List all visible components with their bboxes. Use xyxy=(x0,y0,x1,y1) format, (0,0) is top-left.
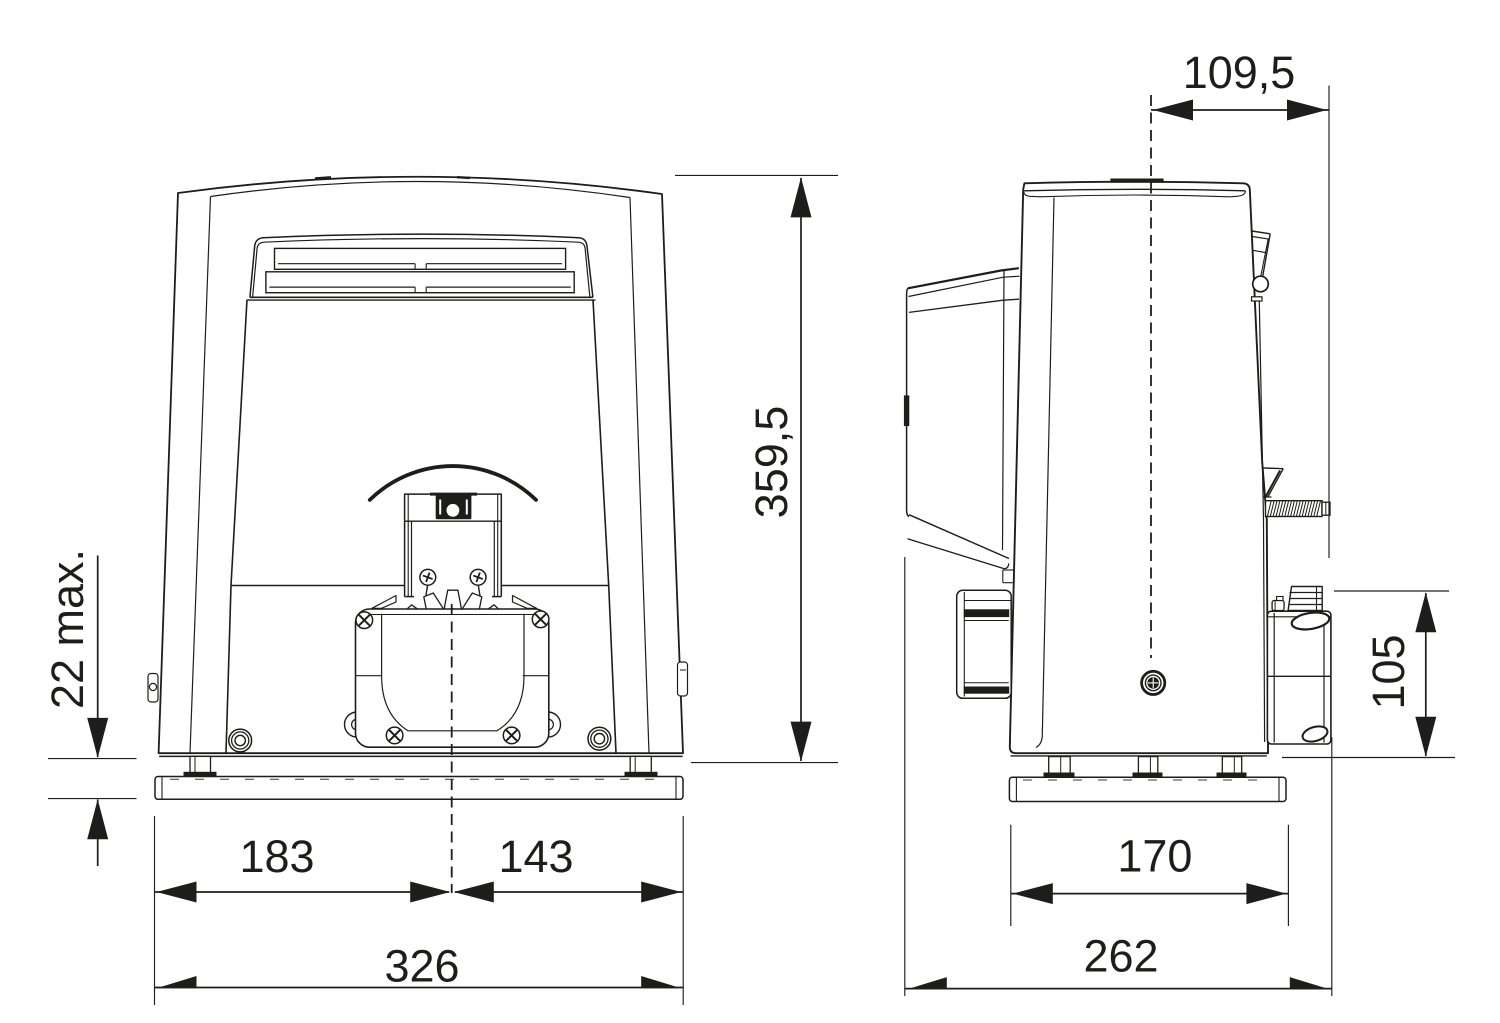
svg-text:170: 170 xyxy=(1117,831,1192,882)
svg-text:22 max.: 22 max. xyxy=(42,549,93,709)
svg-text:262: 262 xyxy=(1083,931,1158,982)
svg-text:143: 143 xyxy=(498,831,573,882)
svg-text:359,5: 359,5 xyxy=(746,406,797,519)
svg-text:183: 183 xyxy=(239,831,314,882)
svg-text:105: 105 xyxy=(1363,634,1414,709)
svg-text:326: 326 xyxy=(384,941,459,992)
svg-text:109,5: 109,5 xyxy=(1183,47,1296,98)
